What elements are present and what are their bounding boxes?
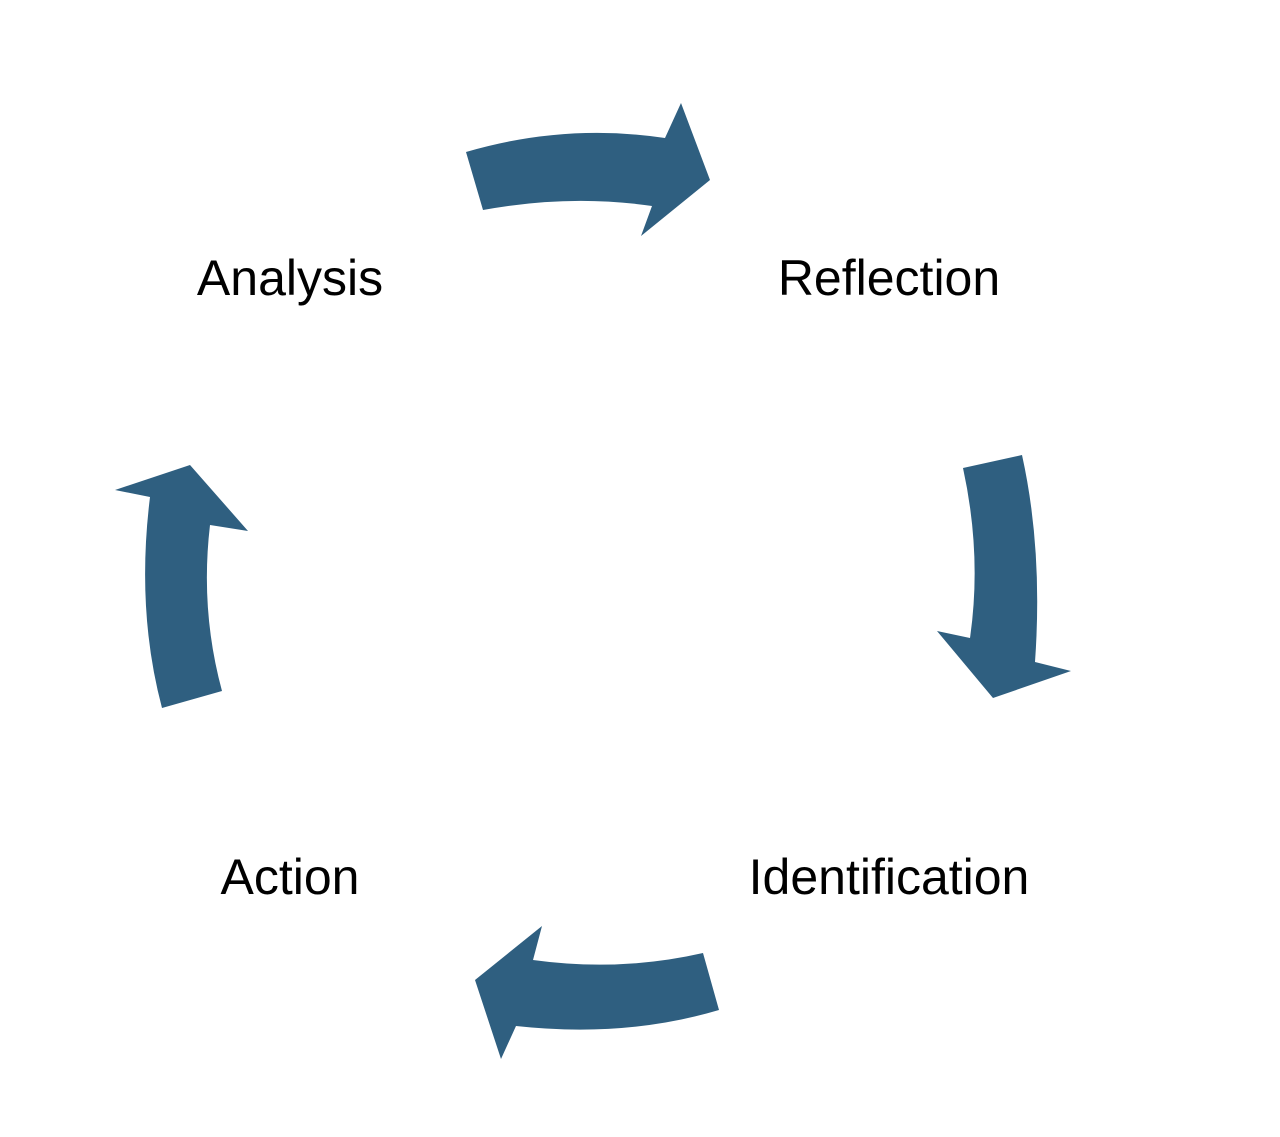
- arrow-reflection-to-identification: [937, 455, 1071, 698]
- stage-label-action: Action: [220, 849, 360, 905]
- arrow-analysis-to-reflection: [466, 103, 710, 236]
- stage-label-analysis: Analysis: [196, 250, 384, 306]
- arrow-action-to-analysis: [115, 465, 248, 708]
- stage-label-identification: Identification: [748, 849, 1030, 905]
- stage-label-reflection: Reflection: [777, 250, 1001, 306]
- arrow-identification-to-action: [475, 926, 719, 1059]
